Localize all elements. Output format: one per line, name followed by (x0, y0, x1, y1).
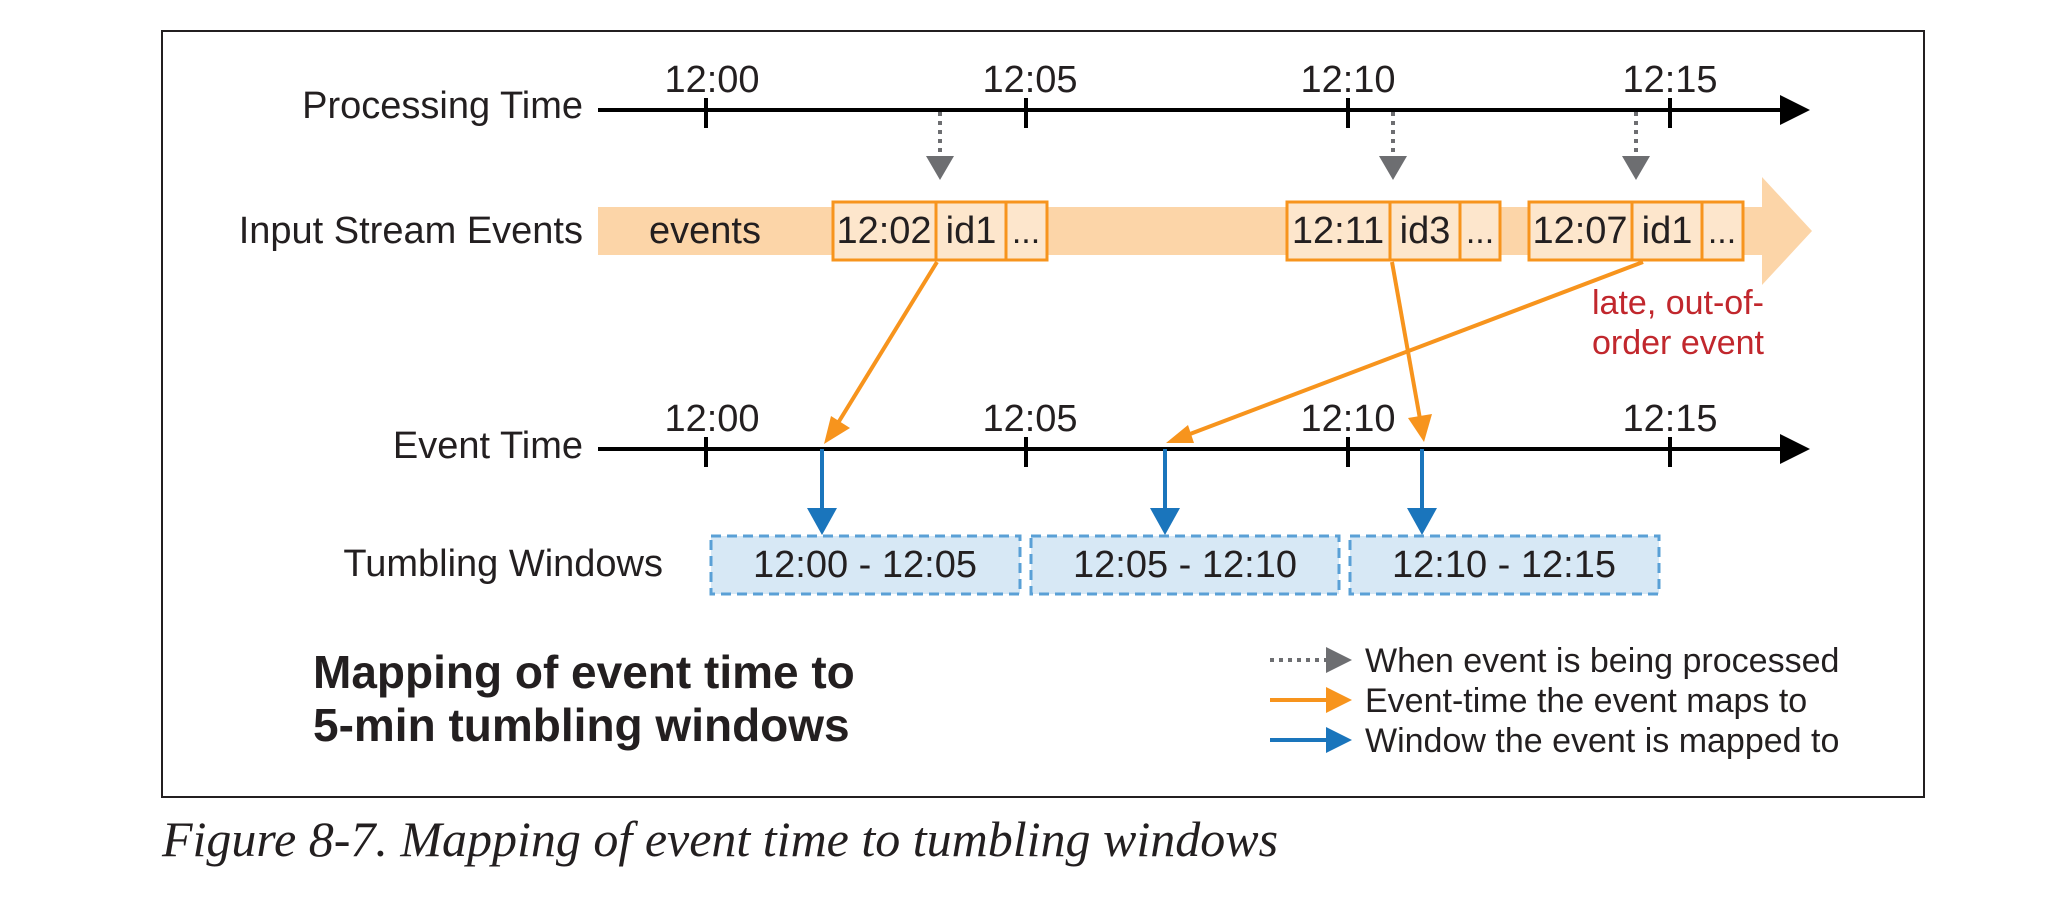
processing-tick-label: 12:10 (1300, 59, 1395, 101)
diagram-title-line: 5-min tumbling windows (313, 699, 850, 751)
window-box-frame (1029, 534, 1341, 596)
processing-arrows (926, 112, 1650, 180)
mapping-arrow-head (1408, 414, 1432, 442)
event-more-value: ... (1466, 213, 1494, 251)
mapping-arrow-head (824, 416, 850, 444)
window-arrow-head (807, 508, 837, 535)
legend-text: When event is being processed (1365, 642, 1839, 680)
stream-events-label: events (649, 210, 761, 252)
event-box-frame (831, 200, 1049, 262)
event-time-value: 12:07 (1532, 210, 1627, 252)
event-time-value: 12:11 (1292, 210, 1384, 252)
mapping-arrow-shaft (836, 260, 939, 425)
event-tick-label: 12:15 (1622, 398, 1717, 440)
tumbling-windows-label: Tumbling Windows (343, 543, 663, 585)
legend-text: Window the event is mapped to (1365, 722, 1839, 760)
input-stream-label: Input Stream Events (239, 210, 583, 252)
event-box: 12:07 id1 ... (1527, 200, 1745, 262)
legend-text: Event-time the event maps to (1365, 682, 1807, 720)
window-arrow-head (1407, 508, 1437, 535)
late-note-line: late, out-of- (1592, 284, 1764, 322)
legend: When event is being processed Event-time… (1270, 642, 1839, 760)
window-box: 12:00 - 12:05 (709, 534, 1022, 596)
window-mapping-arrows (807, 449, 1437, 535)
figure-caption: Figure 8-7. Mapping of event time to tum… (162, 811, 1279, 867)
window-range-label: 12:05 - 12:10 (1073, 544, 1297, 586)
event-more-value: ... (1708, 213, 1736, 251)
processed-arrow-head (1622, 156, 1650, 180)
legend-blue-arrowhead (1326, 727, 1352, 753)
late-note-line: order event (1592, 324, 1765, 362)
diagram-title-line: Mapping of event time to (313, 646, 855, 698)
event-tick-label: 12:10 (1300, 398, 1395, 440)
event-id-value: id1 (946, 210, 997, 252)
processing-tick-label: 12:15 (1622, 59, 1717, 101)
processed-arrow-head (926, 156, 954, 180)
legend-dotted-arrowhead (1326, 647, 1352, 673)
mapping-arrow-shaft (1390, 261, 1422, 420)
stream-band (598, 177, 1812, 285)
processed-arrow-head (1379, 156, 1407, 180)
event-time-mapping-arrows (824, 260, 1644, 444)
event-id-value: id3 (1400, 210, 1451, 252)
window-arrow-head (1150, 508, 1180, 535)
window-box-frame (1348, 534, 1661, 596)
event-time-value: 12:02 (836, 210, 931, 252)
event-box-frame (1527, 200, 1745, 262)
event-more-value: ... (1012, 213, 1040, 251)
event-id-value: id1 (1642, 210, 1693, 252)
legend-orange-arrowhead (1326, 687, 1352, 713)
window-box-frame (709, 534, 1022, 596)
processing-tick-label: 12:00 (664, 59, 759, 101)
window-box: 12:10 - 12:15 (1348, 534, 1661, 596)
mapping-arrow-shaft (1189, 260, 1644, 436)
event-box: 12:11 id3 ... (1285, 200, 1502, 262)
processing-ticks: 12:00 12:05 12:10 12:15 (664, 59, 1718, 128)
event-axis-arrowhead (1780, 434, 1810, 464)
event-box-frame (1285, 200, 1502, 262)
processing-axis-arrowhead (1780, 95, 1810, 125)
event-tick-label: 12:00 (664, 398, 759, 440)
processing-tick-label: 12:05 (982, 59, 1077, 101)
processing-time-label: Processing Time (302, 85, 583, 127)
event-ticks: 12:00 12:05 12:10 12:15 (664, 398, 1718, 467)
window-box: 12:05 - 12:10 (1029, 534, 1341, 596)
event-box: 12:02 id1 ... (831, 200, 1049, 262)
mapping-arrow-head (1166, 425, 1194, 443)
window-range-label: 12:10 - 12:15 (1392, 544, 1616, 586)
event-tick-label: 12:05 (982, 398, 1077, 440)
window-range-label: 12:00 - 12:05 (753, 544, 977, 586)
event-time-label: Event Time (393, 425, 583, 467)
